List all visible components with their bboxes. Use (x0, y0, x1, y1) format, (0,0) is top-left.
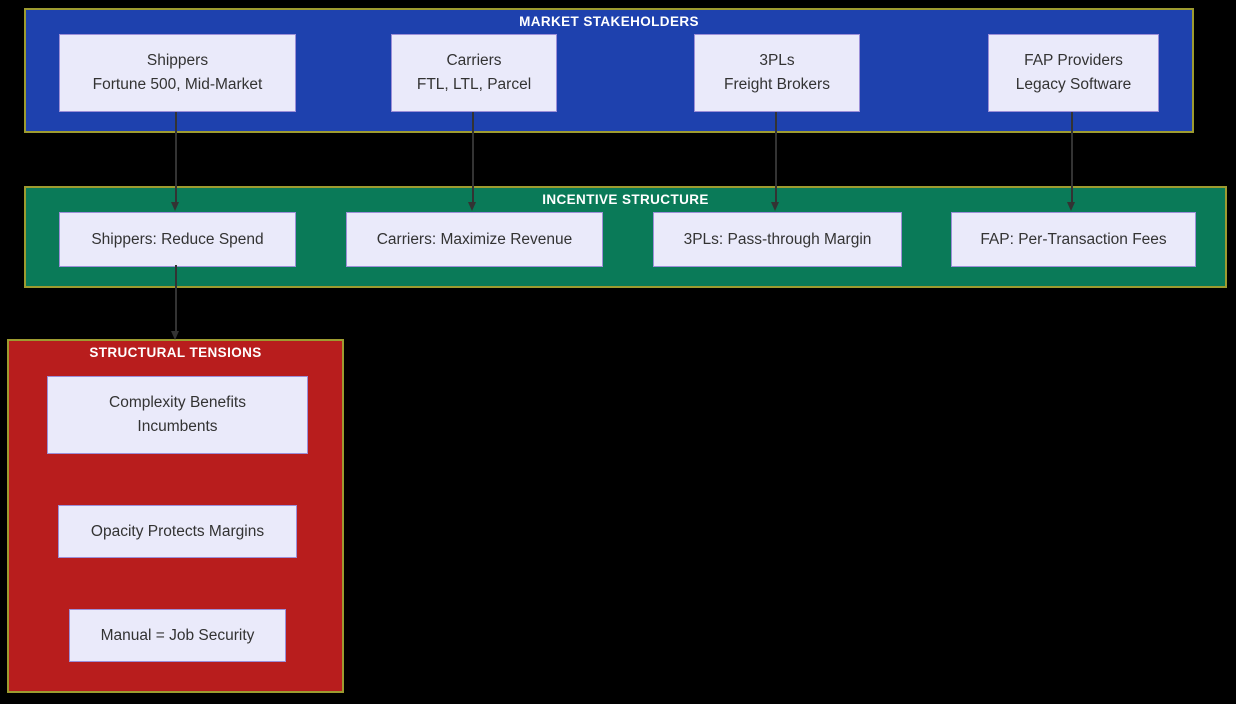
node-carriers-maximize-revenue: Carriers: Maximize Revenue (346, 212, 603, 267)
node-shippers-subtitle: Fortune 500, Mid-Market (92, 76, 263, 93)
node-fap-per-transaction-fees-label: FAP: Per-Transaction Fees (980, 230, 1167, 248)
arrow-carriers-to-maximize-revenue (468, 112, 477, 211)
node-fap-providers-title: FAP Providers (1024, 52, 1123, 69)
arrow-head-icon (171, 202, 179, 211)
node-shippers: Shippers Fortune 500, Mid-Market (59, 34, 296, 112)
node-shippers-reduce-spend-label: Shippers: Reduce Spend (91, 230, 264, 248)
section-incentive-structure: INCENTIVE STRUCTURE Shippers: Reduce Spe… (24, 186, 1227, 288)
arrow-shaft (1070, 112, 1073, 203)
node-3pls: 3PLs Freight Brokers (694, 34, 860, 112)
arrow-3pls-to-pass-through-margin (771, 112, 780, 211)
node-carriers-title: Carriers (446, 52, 502, 69)
node-complexity-benefits-incumbents-line1: Complexity Benefits (109, 394, 246, 411)
arrow-head-icon (171, 331, 179, 340)
node-manual-job-security-label: Manual = Job Security (100, 626, 255, 644)
arrow-head-icon (468, 202, 476, 211)
section-title-incentive-structure: INCENTIVE STRUCTURE (542, 192, 709, 207)
arrow-shaft (774, 112, 777, 203)
arrow-fap-to-per-transaction-fees (1067, 112, 1076, 211)
node-opacity-protects-margins: Opacity Protects Margins (58, 505, 297, 558)
node-opacity-protects-margins-label: Opacity Protects Margins (90, 522, 265, 540)
node-3pls-pass-through-margin-label: 3PLs: Pass-through Margin (683, 230, 872, 248)
node-carriers: Carriers FTL, LTL, Parcel (391, 34, 557, 112)
arrow-shippers-to-reduce-spend (171, 112, 180, 211)
node-fap-providers: FAP Providers Legacy Software (988, 34, 1159, 112)
node-carriers-subtitle: FTL, LTL, Parcel (416, 76, 532, 93)
node-3pls-pass-through-margin: 3PLs: Pass-through Margin (653, 212, 902, 267)
section-title-market-stakeholders: MARKET STAKEHOLDERS (519, 14, 699, 29)
arrow-reduce-spend-to-structural-tensions (171, 265, 180, 340)
arrow-shaft (471, 112, 474, 203)
node-complexity-benefits-incumbents-line2: Incumbents (137, 418, 218, 435)
node-fap-providers-subtitle: Legacy Software (1015, 76, 1132, 93)
section-structural-tensions: STRUCTURAL TENSIONS Complexity Benefits … (7, 339, 344, 693)
section-market-stakeholders: MARKET STAKEHOLDERS Shippers Fortune 500… (24, 8, 1194, 133)
node-3pls-subtitle: Freight Brokers (724, 76, 830, 93)
arrow-shaft (174, 112, 177, 203)
arrow-shaft (174, 265, 177, 332)
section-title-structural-tensions: STRUCTURAL TENSIONS (89, 345, 262, 360)
node-carriers-maximize-revenue-label: Carriers: Maximize Revenue (376, 230, 573, 248)
arrow-head-icon (1067, 202, 1075, 211)
node-manual-job-security: Manual = Job Security (69, 609, 286, 662)
node-3pls-title: 3PLs (759, 52, 795, 69)
node-fap-per-transaction-fees: FAP: Per-Transaction Fees (951, 212, 1196, 267)
node-shippers-reduce-spend: Shippers: Reduce Spend (59, 212, 296, 267)
node-shippers-title: Shippers (146, 52, 209, 69)
arrow-head-icon (771, 202, 779, 211)
node-complexity-benefits-incumbents: Complexity Benefits Incumbents (47, 376, 308, 454)
